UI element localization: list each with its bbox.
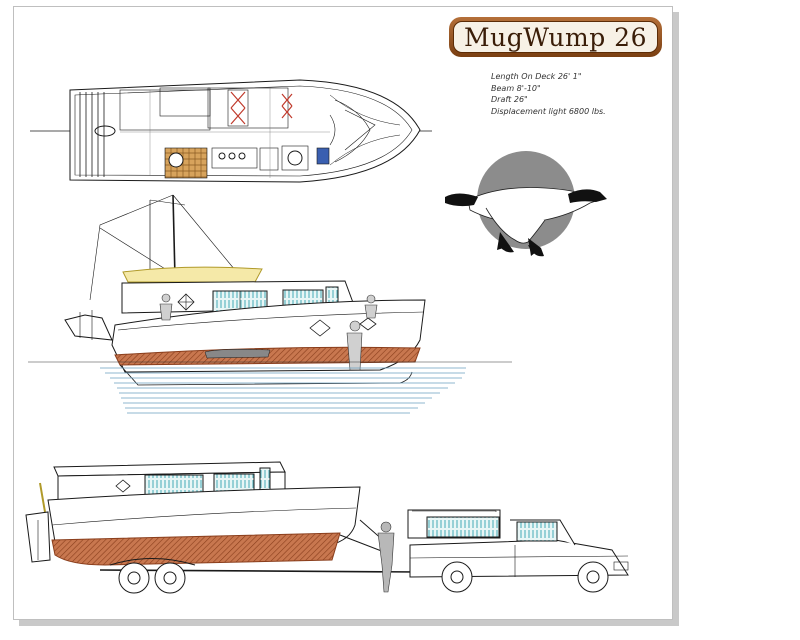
goose-logo-icon — [445, 151, 607, 257]
plan-view — [30, 79, 432, 183]
side-elevation — [28, 194, 512, 386]
spec-draft: Draft 26" — [491, 95, 528, 104]
drawing-title: MugWump 26 — [464, 22, 647, 52]
spec-beam: Beam 8'-10" — [491, 83, 541, 93]
spec-list: Length On Deck 26' 1" Beam 8'-10" Draft … — [491, 71, 606, 117]
water-lines — [100, 367, 466, 414]
title-plaque-inner: MugWump 26 — [453, 21, 658, 53]
spec-length: Length On Deck 26' 1" — [491, 72, 582, 81]
spec-displacement: Displacement light 6800 lbs. — [491, 106, 606, 116]
trailer-view — [25, 461, 629, 594]
title-plaque: MugWump 26 — [449, 17, 662, 57]
